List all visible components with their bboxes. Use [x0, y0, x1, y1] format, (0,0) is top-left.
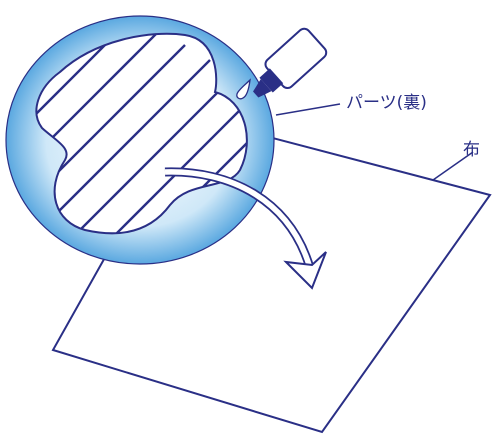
part-leader-line	[275, 103, 341, 116]
cloth-label: 布	[463, 140, 480, 160]
glue-drop-icon	[236, 78, 251, 100]
part-back-label: パーツ(裏)	[346, 93, 427, 113]
glue-bottle-icon	[253, 27, 328, 98]
curved-arrow-icon	[164, 167, 327, 290]
cloth-leader-line	[432, 151, 474, 181]
